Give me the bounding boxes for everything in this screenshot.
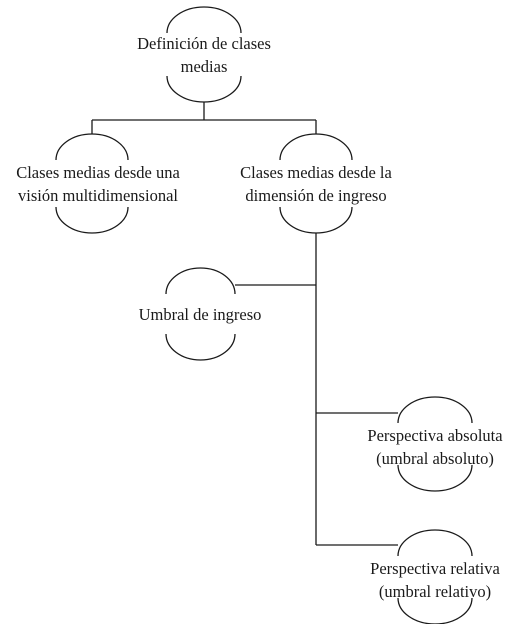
umbral-arc-top <box>165 267 236 295</box>
node-root-line1: Definición de clases <box>137 34 271 53</box>
node-multidimensional-line1: Clases medias desde una <box>16 163 180 182</box>
umbral-arc-bottom <box>165 333 236 361</box>
node-multidimensional: Clases medias desde una visión multidime… <box>0 161 196 207</box>
absoluta-arc-top <box>397 396 473 424</box>
node-root-line2: medias <box>180 57 228 76</box>
node-ingreso-line1: Clases medias desde la <box>240 163 392 182</box>
node-relativa-line1: Perspectiva relativa <box>370 559 500 578</box>
multidimensional-arc-bottom <box>55 206 129 234</box>
node-absoluta-line1: Perspectiva absoluta <box>367 426 503 445</box>
node-umbral-line1: Umbral de ingreso <box>138 305 262 324</box>
node-absoluta: Perspectiva absoluta (umbral absoluto) <box>345 424 521 470</box>
node-multidimensional-line2: visión multidimensional <box>18 186 178 205</box>
node-umbral: Umbral de ingreso <box>110 303 290 326</box>
multidimensional-arc-top <box>55 133 129 161</box>
node-relativa-line2: (umbral relativo) <box>378 582 492 601</box>
ingreso-arc-bottom <box>279 206 353 234</box>
relativa-arc-top <box>397 529 473 557</box>
node-ingreso-line2: dimensión de ingreso <box>245 186 387 205</box>
node-absoluta-line2: (umbral absoluto) <box>376 449 494 468</box>
node-relativa: Perspectiva relativa (umbral relativo) <box>345 557 521 603</box>
root-arc-bottom <box>166 75 242 103</box>
node-ingreso: Clases medias desde la dimensión de ingr… <box>216 161 416 207</box>
absoluta-arc-bottom <box>397 464 473 492</box>
node-root: Definición de clases medias <box>104 32 304 78</box>
ingreso-arc-top <box>279 133 353 161</box>
root-arc-top <box>166 6 242 34</box>
